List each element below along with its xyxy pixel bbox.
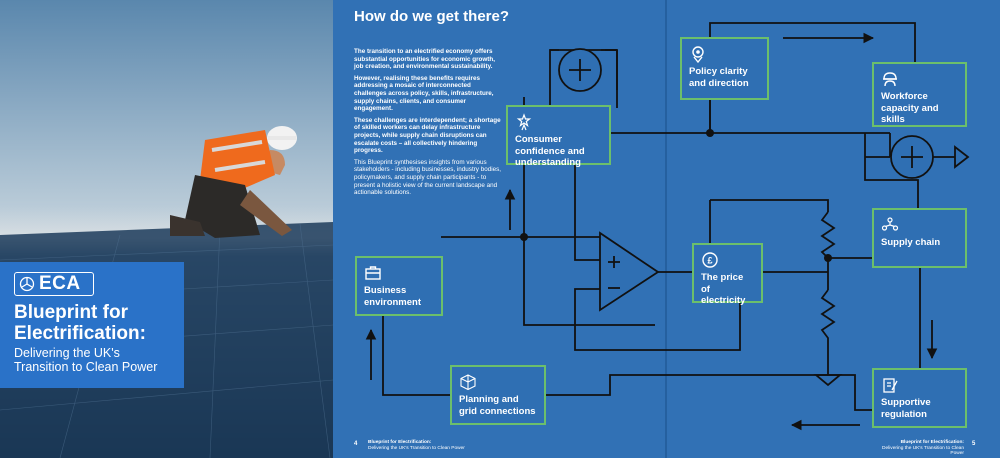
footer-left-subtitle: Delivering the UK's Transition to Clean …	[368, 445, 465, 451]
pound-coin-icon: £	[702, 252, 718, 268]
page-title: How do we get there?	[354, 8, 510, 25]
box-policy: Policy clarity and direction	[680, 37, 769, 100]
document-pen-icon	[883, 378, 898, 393]
box-business-label: Business environment	[364, 285, 422, 308]
footer-right-title: Blueprint for Electrification:	[900, 440, 964, 445]
grid-cube-icon	[460, 374, 476, 391]
eca-logo-text: ECA	[39, 273, 81, 294]
page-number-left: 4	[354, 441, 358, 447]
box-consumer-label: Consumer confidence and understanding	[515, 134, 585, 168]
box-consumer: Consumer confidence and understanding	[506, 105, 611, 168]
worker-helmet-icon	[883, 72, 897, 87]
box-supply: Supply chain	[872, 208, 967, 268]
footer-left: Blueprint for Electrification: Deliverin…	[368, 440, 465, 451]
box-price-label: The price of electricity	[701, 272, 746, 306]
box-planning: Planning and grid connections	[450, 365, 546, 425]
circuit-diagram	[365, 22, 970, 431]
box-supply-label: Supply chain	[881, 237, 941, 248]
box-policy-label: Policy clarity and direction	[689, 66, 749, 89]
intro-paragraph-1: The transition to an electrified economy…	[354, 48, 495, 71]
location-pin-icon	[692, 46, 704, 63]
footer-right-subtitle: Delivering the UK's Transition to Clean …	[882, 445, 964, 457]
junction-dots	[520, 129, 832, 262]
box-workforce-label: Workforce capacity and skills	[881, 91, 939, 125]
cover-panel: ECA Blueprint for Electrification: Deliv…	[0, 262, 184, 388]
intro-text: The transition to an electrified economy…	[354, 48, 504, 201]
footer-left-title: Blueprint for Electrification:	[368, 440, 432, 445]
box-regulation-label: Supportive regulation	[881, 397, 931, 420]
worker-figure	[170, 126, 297, 238]
cover-subtitle: Delivering the UK's Transition to Clean …	[14, 346, 158, 374]
intro-paragraph-2: However, realising these benefits requir…	[354, 74, 494, 113]
star-person-icon	[516, 113, 532, 131]
briefcase-icon	[365, 266, 381, 280]
intro-paragraph-4: This Blueprint synthesises insights from…	[354, 158, 502, 197]
network-people-icon	[881, 217, 899, 231]
eca-emblem-icon	[19, 276, 35, 292]
box-business: Business environment	[355, 256, 443, 316]
box-price: £ The price of electricity	[692, 243, 763, 306]
box-workforce: Workforce capacity and skills	[872, 62, 967, 127]
svg-text:£: £	[707, 256, 712, 266]
eca-logo: ECA	[14, 272, 94, 296]
intro-paragraph-3: These challenges are interdependent; a s…	[354, 116, 501, 155]
cover-title: Blueprint for Electrification:	[14, 302, 146, 344]
page-number-right: 5	[972, 441, 976, 447]
footer-right: Blueprint for Electrification: Deliverin…	[880, 440, 964, 457]
box-regulation: Supportive regulation	[872, 368, 967, 428]
box-planning-label: Planning and grid connections	[459, 394, 536, 417]
